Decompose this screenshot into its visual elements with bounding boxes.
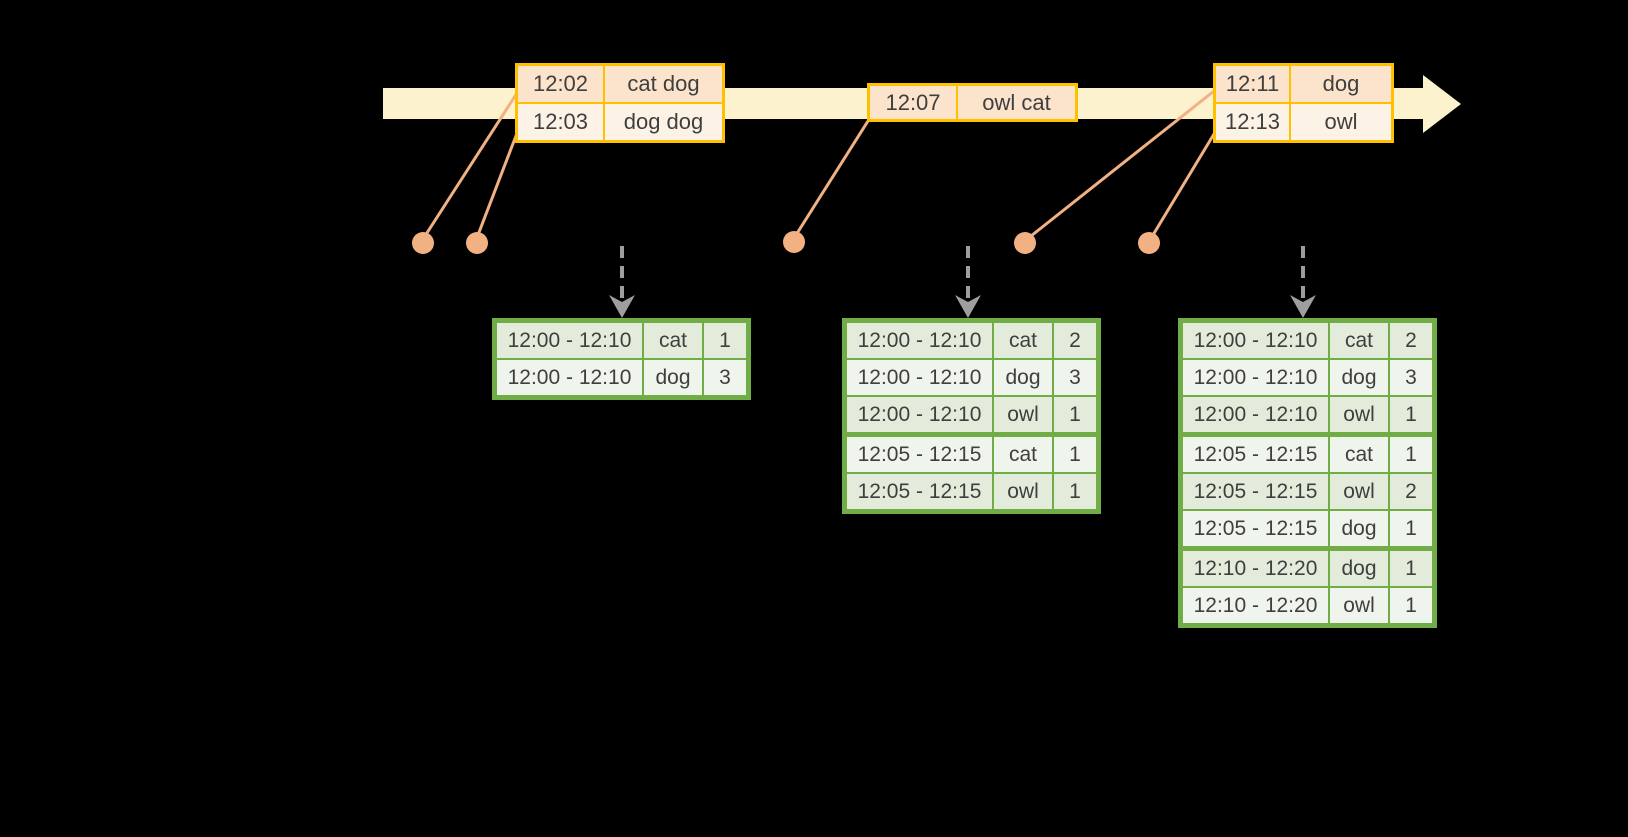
event-time-cell: 12:13 (1224, 109, 1281, 134)
count-cell: 1 (702, 323, 746, 358)
event-time-cell: 12:02 (532, 71, 589, 96)
word-cell: owl (1328, 474, 1388, 509)
event-words-cell: dog dog (603, 104, 722, 140)
table-row: 12:11 dog (1216, 66, 1391, 102)
trigger-arrow-icon (609, 246, 635, 318)
event-table-1: 12:02 cat dog 12:03 dog dog (515, 63, 725, 143)
count-cell: 1 (1052, 474, 1096, 509)
event-time-dot (1138, 232, 1160, 254)
window-cell: 12:05 - 12:15 (1193, 479, 1318, 503)
word-cell: dog (1328, 511, 1388, 546)
event-table-2: 12:07 owl cat (867, 83, 1078, 122)
event-words-cell: owl (1289, 104, 1391, 140)
table-row: 12:13 owl (1216, 102, 1391, 140)
word-cell: owl (992, 397, 1052, 432)
count-cell: 1 (1388, 588, 1432, 623)
trigger-arrow-icon (955, 246, 981, 318)
window-cell: 12:10 - 12:20 (1193, 593, 1318, 617)
count-cell: 1 (1388, 437, 1432, 472)
event-connector-line (794, 120, 870, 236)
count-cell: 1 (1052, 437, 1096, 472)
window-cell: 12:10 - 12:20 (1193, 556, 1318, 580)
table-row: 12:03 dog dog (518, 102, 722, 140)
word-cell: owl (992, 474, 1052, 509)
window-cell: 12:00 - 12:10 (1193, 365, 1318, 389)
word-cell: dog (992, 360, 1052, 395)
window-cell: 12:00 - 12:10 (857, 402, 982, 426)
count-cell: 3 (702, 360, 746, 395)
count-cell: 2 (1388, 474, 1432, 509)
table-row: 12:02 cat dog (518, 66, 722, 102)
count-cell: 1 (1388, 551, 1432, 586)
count-cell: 2 (1052, 323, 1096, 358)
count-cell: 2 (1388, 323, 1432, 358)
word-cell: cat (992, 437, 1052, 472)
word-cell: cat (1328, 437, 1388, 472)
word-cell: owl (1328, 397, 1388, 432)
trigger-arrow-icon (1290, 246, 1316, 318)
word-cell: cat (992, 323, 1052, 358)
event-time-dot (783, 231, 805, 253)
word-cell: dog (1328, 360, 1388, 395)
event-words-cell: cat dog (603, 66, 722, 102)
event-time-cell: 12:11 (1225, 71, 1280, 96)
count-cell: 3 (1388, 360, 1432, 395)
window-cell: 12:00 - 12:10 (507, 328, 632, 352)
event-table-3: 12:11 dog 12:13 owl (1213, 63, 1394, 143)
count-cell: 1 (1052, 397, 1096, 432)
event-time-cell: 12:07 (885, 89, 941, 115)
window-cell: 12:05 - 12:15 (1193, 516, 1318, 540)
event-connector-line (423, 92, 519, 237)
window-cell: 12:00 - 12:10 (507, 365, 632, 389)
event-time-dot (1014, 232, 1036, 254)
window-cell: 12:00 - 12:10 (1193, 328, 1318, 352)
window-cell: 12:05 - 12:15 (857, 479, 982, 503)
window-cell: 12:00 - 12:10 (857, 365, 982, 389)
table-row: 12:07 owl cat (870, 86, 1075, 119)
word-cell: cat (1328, 323, 1388, 358)
word-cell: dog (642, 360, 702, 395)
event-time-cell: 12:03 (532, 109, 589, 134)
window-cell: 12:00 - 12:10 (857, 328, 982, 352)
word-cell: cat (642, 323, 702, 358)
event-time-dot (466, 232, 488, 254)
word-cell: owl (1328, 588, 1388, 623)
event-words-cell: owl cat (956, 86, 1075, 119)
window-cell: 12:00 - 12:10 (1193, 402, 1318, 426)
count-cell: 1 (1388, 511, 1432, 546)
window-cell: 12:05 - 12:15 (857, 442, 982, 466)
word-cell: dog (1328, 551, 1388, 586)
event-words-cell: dog (1289, 66, 1391, 102)
event-time-dot (412, 232, 434, 254)
event-connector-line (1151, 128, 1219, 236)
event-connector-line (476, 127, 521, 236)
window-cell: 12:05 - 12:15 (1193, 442, 1318, 466)
count-cell: 3 (1052, 360, 1096, 395)
timeline-arrowhead-icon (1423, 75, 1461, 133)
event-connector-line (1030, 89, 1215, 238)
count-cell: 1 (1388, 397, 1432, 432)
